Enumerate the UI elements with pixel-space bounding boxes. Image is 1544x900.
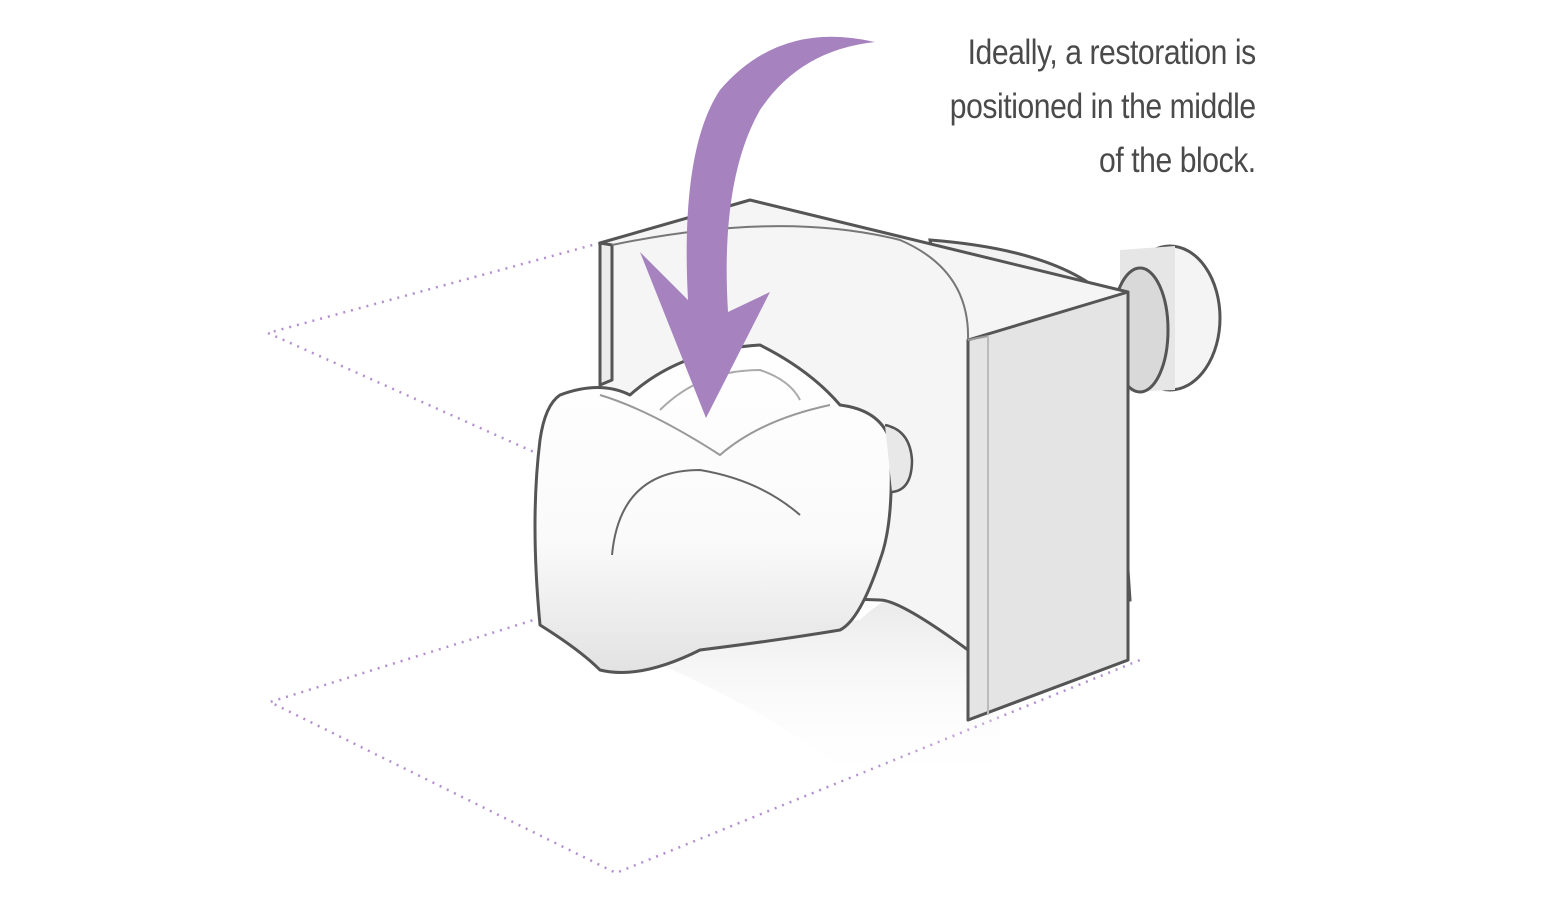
caption: Ideally, a restoration is positioned in … — [950, 26, 1256, 188]
caption-line: Ideally, a restoration is — [967, 33, 1257, 72]
caption-line: positioned in the middle — [950, 87, 1256, 126]
positioning-arrow — [640, 36, 875, 418]
caption-line: of the block. — [1099, 141, 1256, 180]
shadow — [600, 560, 1000, 790]
